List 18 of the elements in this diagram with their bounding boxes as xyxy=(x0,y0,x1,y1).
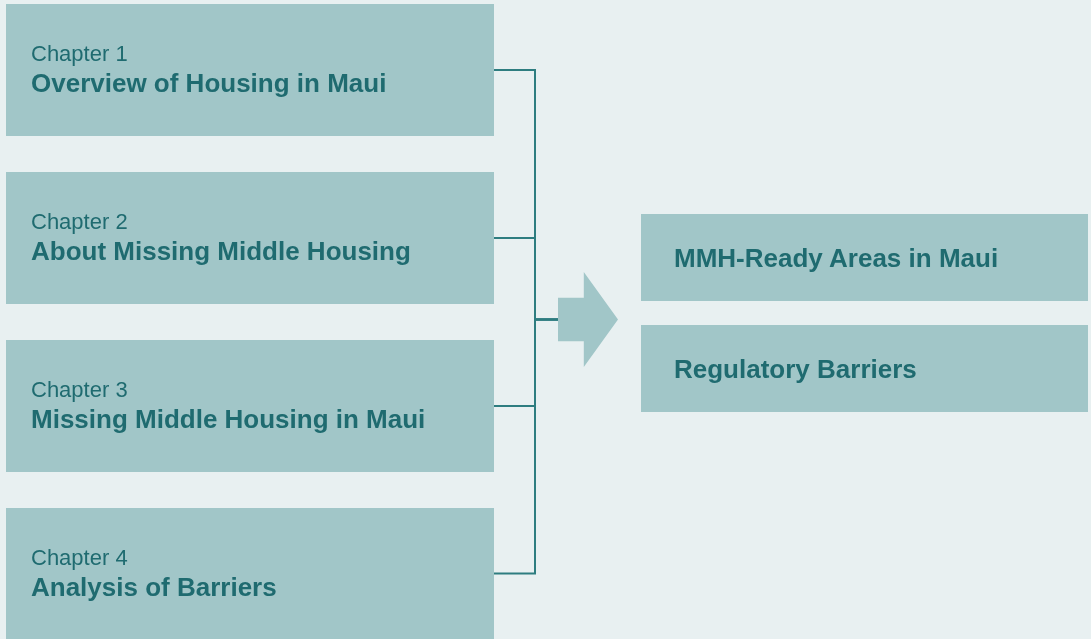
connector-line xyxy=(493,318,559,575)
topic-box xyxy=(641,214,1088,301)
chapter-title: Overview of Housing in Maui xyxy=(31,67,388,99)
chapter-box xyxy=(6,340,494,472)
chapter-title: Regulatory Barriers xyxy=(674,352,918,385)
chapter-box xyxy=(6,172,494,304)
chapter-number: Chapter 3 xyxy=(31,377,129,403)
chapter-title: About Missing Middle Housing xyxy=(31,235,412,267)
chapter-box xyxy=(6,4,494,136)
chapter-title: Analysis of Barriers xyxy=(31,570,278,603)
topic-box xyxy=(641,325,1088,412)
chapter-title: MMH-Ready Areas in Maui xyxy=(674,241,1000,274)
big-arrow xyxy=(558,272,618,367)
chapter-number: Chapter 1 xyxy=(31,41,129,67)
chapter-number: Chapter 2 xyxy=(31,209,129,235)
chapter-title: Missing Middle Housing in Maui xyxy=(31,403,427,435)
chapter-number: Chapter 4 xyxy=(31,544,129,571)
chapter-box xyxy=(6,508,494,639)
